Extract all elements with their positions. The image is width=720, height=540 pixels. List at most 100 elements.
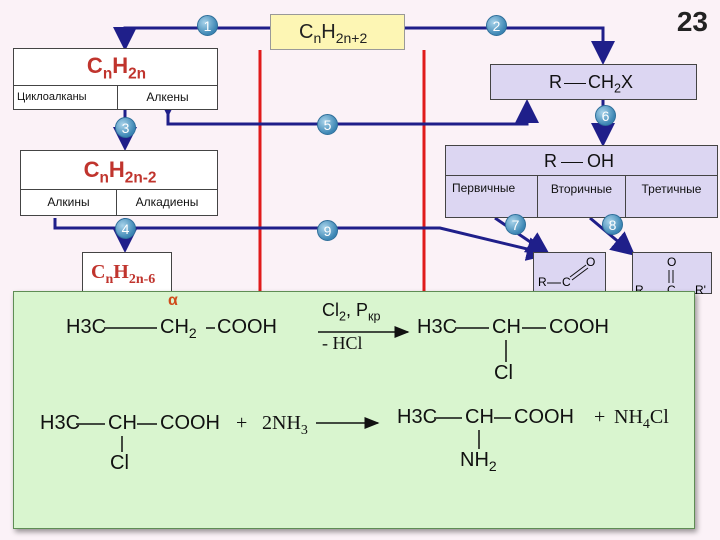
t: Cl [649,406,669,428]
badge-5: 5 [317,114,338,135]
f-r: R [544,151,557,171]
r2-p-h3c: H3C [397,406,438,428]
r1-h3c: H3C [66,316,106,339]
badge-6: 6 [595,105,616,126]
f-sub: 2n+2 [335,30,368,46]
r1-byproduct: - HCl [322,333,363,353]
f-r: R [549,72,562,92]
r1-cooh: COOH [217,316,277,338]
r2-p-cooh: COOH [514,406,574,428]
t-sub: кр [368,309,381,324]
primary-label: Первичные [446,176,538,218]
t: 2NH [262,412,301,434]
alkynes-formula: CnH2n-2 [21,157,219,187]
haloalkane-box: R CH2X [490,64,697,100]
r2-h3c: H3C [40,412,81,434]
badge-8: 8 [602,214,623,235]
r1-p-cooh: COOH [549,316,609,338]
f-h: H [108,157,125,182]
arrow-8 [589,216,636,256]
ketone-c: C [667,283,676,297]
arrow-1 [113,26,270,51]
haloalkane-formula: R CH2X [549,72,633,96]
t: CH [160,316,189,338]
f-c: C [83,157,100,182]
f-n: n [313,30,322,46]
f-c: C [91,261,106,283]
f-2: 2 [614,81,622,96]
r2-plus-1: + [236,412,248,434]
arenes-formula: CnH2n-6 [91,261,155,288]
ketone-box: O R C R' [632,252,712,297]
f-sub: 2n-6 [128,272,156,287]
f-h: H [112,53,129,78]
t: Cl [322,300,339,320]
alkanes-box: CnH2n+2 [270,14,405,50]
alpha-label: α [168,292,178,309]
t-sub: 2 [488,458,497,474]
r1-ch2: CH2 [160,316,197,341]
aldehyde-r: R [538,275,547,289]
alkynes-group-box: CnH2n-2 Алкины Алкадиены [20,150,218,216]
badge-2: 2 [486,15,507,36]
alkenes-group-box: CnH2n Циклоалканы Алкены [13,48,218,110]
arrow-7 [494,216,551,256]
f-c: C [299,21,314,43]
alkenes-label: Алкены [146,90,189,104]
t-sub: 2 [339,309,347,324]
ketone-bonds [668,270,674,283]
badge-3: 3 [115,117,136,138]
cycloalkanes-label: Циклоалканы [14,86,118,110]
r2-nh4cl: NH4Cl [614,406,669,433]
t: H3C [66,316,107,338]
f-sub: 2n-2 [124,169,157,187]
f-ch: CH [588,72,614,92]
t-sub: 4 [642,417,650,432]
reaction-bonds [76,326,546,452]
aldehyde-o: O [586,255,596,269]
alkynes-label: Алкины [21,190,117,216]
arrow-9 [53,218,551,261]
t-sub: 3 [300,423,308,438]
aldehyde-box: R C O [533,252,606,294]
badge-9: 9 [317,220,338,241]
r2-p-nh2: NH2 [460,449,497,474]
reactions-panel: α H3C CH2 COOH Cl2, Pкр - HCl H3C CH COO… [13,291,695,529]
r2-cl: Cl [110,452,129,474]
arrow-2 [405,26,615,65]
ketone-r1: R [635,283,644,297]
f-h: H [113,261,129,283]
alkenes-formula: CnH2n [14,53,219,83]
arrow-5 [156,93,539,126]
alkanes-formula: CnH2n+2 [299,21,367,46]
r2-nh3: 2NH3 [262,412,308,439]
t: NH [460,449,489,471]
f-x: X [621,72,634,92]
f-n: n [99,169,109,187]
arenes-box: CnH2n-6 [82,252,172,292]
t: NH [614,406,643,428]
r2-plus-2: + [594,406,606,428]
r1-reagent: Cl2, Pкр [322,300,381,324]
f-oh: OH [587,151,614,171]
r2-p-ch: CH [465,406,494,428]
aldehyde-bonds [547,264,589,284]
ketone-o: O [667,255,677,269]
r1-p-ch: CH [492,316,521,338]
aldehyde-c: C [562,275,571,289]
r2-cooh: COOH [160,412,220,434]
f-c: C [86,53,103,78]
t: , P [346,300,369,320]
badge-7: 7 [505,214,526,235]
alcohol-formula: R OH [544,151,614,172]
badge-4: 4 [115,218,136,239]
r2-ch: CH [108,412,137,434]
f-sub: 2n [128,65,147,83]
r1-p-h3c: H3C [417,316,458,338]
slide-number: 23 [676,6,708,37]
ketone-r2: R' [695,283,706,297]
f-n: n [105,272,114,287]
f-n: n [102,65,113,83]
secondary-label: Вторичные [538,176,626,218]
